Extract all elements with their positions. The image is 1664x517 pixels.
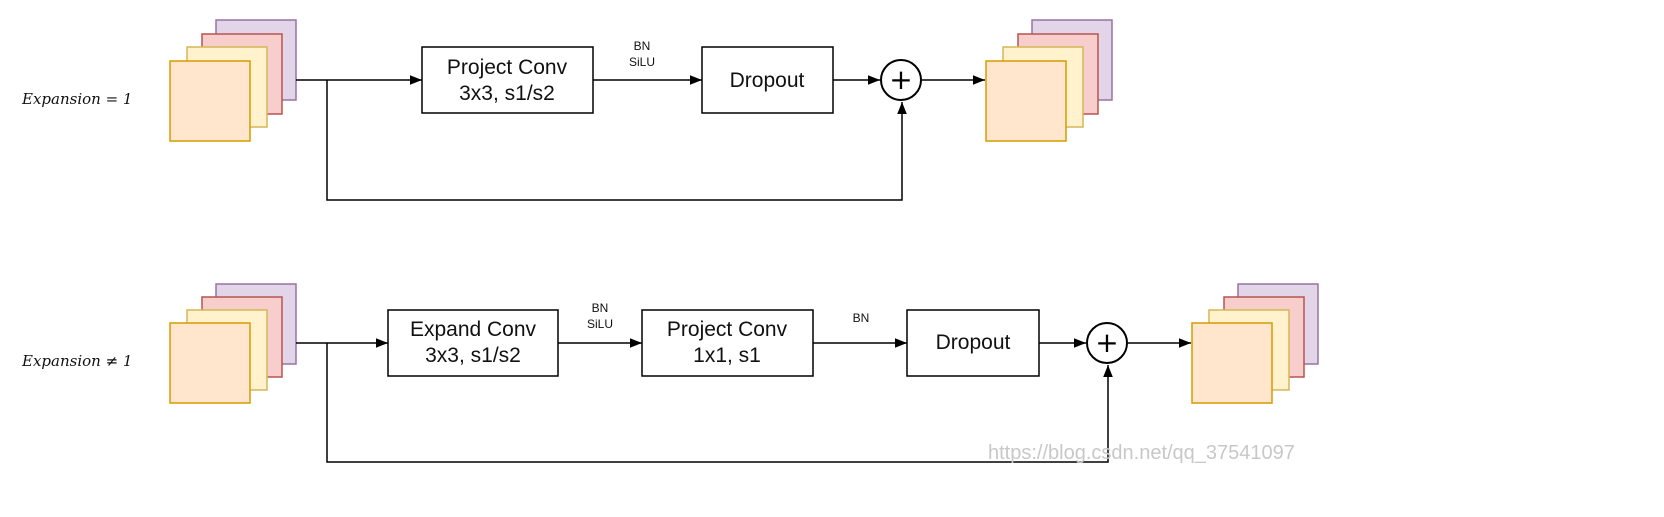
add-symbol: + [889,63,912,96]
block-params: 3x3, s1/s2 [425,344,521,367]
output-feature-maps [1191,283,1319,404]
block-title: Project Conv [447,56,568,79]
expand-conv-block: Expand Conv 3x3, s1/s2 [387,309,559,377]
block-params: 3x3, s1/s2 [459,82,555,105]
block-params: 1x1, s1 [693,344,761,367]
dropout-block: Dropout [701,46,834,114]
feature-map-layer-orange [1191,322,1273,404]
block-title: Dropout [936,331,1011,354]
block-title: Dropout [730,69,805,92]
input-feature-maps [169,283,297,404]
annotation-bn: BN [634,39,651,53]
add-symbol: + [1095,326,1118,359]
add-node: + [880,59,922,101]
annotation-silu: SiLU [629,55,655,69]
dropout-block: Dropout [906,309,1040,377]
row-label-expansion-1: Expansion = 1 [21,90,132,108]
shortcut-connection [326,343,1113,463]
feature-map-layer-orange [169,322,251,404]
shortcut-connection [326,80,907,201]
annotation-bn: BN [592,301,609,315]
project-conv-block: Project Conv 1x1, s1 [641,309,814,377]
row-label-expansion-not-1: Expansion ≠ 1 [21,352,132,370]
add-node: + [1086,322,1128,364]
annotation-silu: SiLU [587,317,613,331]
block-title: Project Conv [667,318,788,341]
row-expansion-1: Expansion = 1 BN SiLU Project Conv 3x3, … [21,19,1113,201]
row-expansion-not-1: Expansion ≠ 1 BN SiLU BN Expand Conv 3x3… [21,283,1319,463]
block-title: Expand Conv [410,318,537,341]
output-feature-maps [985,19,1113,142]
input-feature-maps [169,19,297,142]
project-conv-block: Project Conv 3x3, s1/s2 [421,46,594,114]
feature-map-layer-orange [169,60,251,142]
watermark-text: https://blog.csdn.net/qq_37541097 [988,442,1295,464]
feature-map-layer-orange [985,60,1067,142]
annotation-bn: BN [853,311,870,325]
